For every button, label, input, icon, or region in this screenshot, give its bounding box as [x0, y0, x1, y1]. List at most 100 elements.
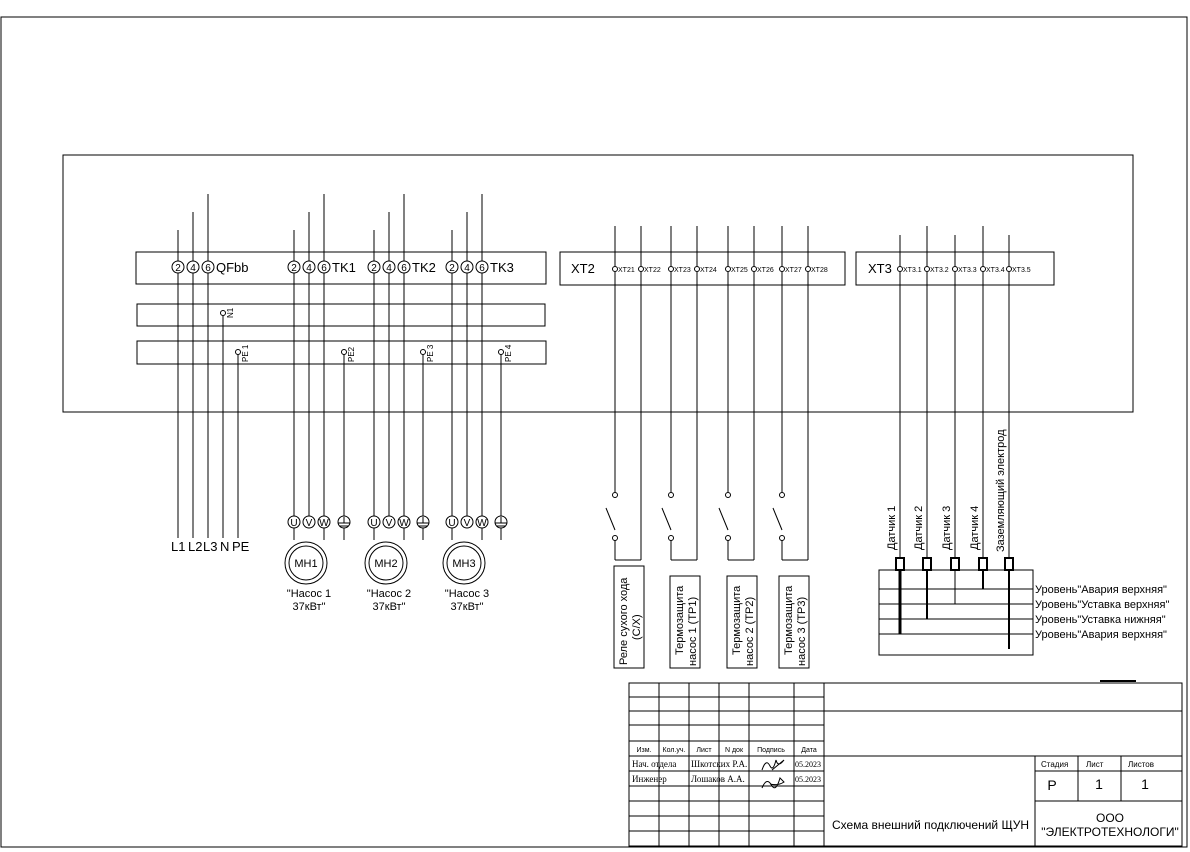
mh1-power: 37кВт"	[293, 601, 326, 613]
xt3-terminal-4: XT3.4	[986, 267, 1005, 274]
mh2-id: MH2	[374, 558, 397, 570]
neutral-bus-bar	[136, 303, 546, 327]
xt3-label: XT3	[868, 261, 892, 276]
title-block-text: Изм. Кол.уч. Лист N док Подпись Дата Нач…	[632, 747, 1179, 839]
mh1-terminal-u: U	[290, 518, 297, 529]
contactor-tk3: 2 4 6 TK3	[445, 260, 514, 275]
breaker-pin-3: 6	[205, 263, 211, 274]
tr1-line1: Термозащита	[674, 585, 686, 655]
tr2-line2: насос 2 (ТР2)	[744, 597, 756, 666]
breaker-pin-1: 2	[175, 263, 181, 274]
ground-icon	[337, 515, 351, 529]
level-label-3: Уровень"Уставка нижняя"	[1035, 614, 1166, 626]
switch-icon	[718, 492, 731, 541]
sensor-2-label: Датчик 2	[913, 506, 925, 550]
header-n-dok: N док	[725, 747, 744, 754]
xt2-terminal-6: XT26	[757, 267, 774, 274]
mh2-terminal-v: V	[386, 518, 393, 529]
breaker-qfbb: 2 4 6 QFbb	[171, 260, 249, 275]
mh1-name: "Насос 1	[287, 588, 331, 600]
xt2-label: XT2	[571, 261, 595, 276]
row1-date: 05.2023	[795, 760, 821, 769]
tk3-pin-1: 2	[449, 263, 455, 274]
sheet-header: Лист	[1086, 760, 1104, 769]
row2-name: Лошаков А.А.	[691, 774, 745, 784]
mh3-terminal-u: U	[448, 518, 455, 529]
sheets-header: Листов	[1128, 760, 1154, 769]
tk1-pin-3: 6	[321, 263, 327, 274]
mh1-terminal-v: V	[306, 518, 313, 529]
tk3-pin-2: 4	[464, 263, 470, 274]
xt2-terminal-8: XT28	[811, 267, 828, 274]
device-box-dry-run-relay	[613, 565, 645, 669]
signature-icon	[761, 759, 785, 789]
xt3-terminal-2: XT3.2	[930, 267, 949, 274]
pe-terminal-4-label: PE 4	[504, 344, 513, 362]
mh2-terminal-w: W	[399, 518, 409, 529]
supply-label-l3: L3	[203, 539, 217, 554]
pe-terminal-3-label: PE 3	[426, 344, 435, 362]
header-izm: Изм.	[637, 747, 652, 754]
tk3-label: TK3	[490, 260, 514, 275]
motor-mh3: U V W MH3 "Насос 3 37кВт"	[442, 515, 508, 613]
tk2-pin-2: 4	[386, 263, 392, 274]
tr3-line2: насос 3 (ТР3)	[796, 597, 808, 666]
xt2-devices: Реле сухого хода (С/Х) Термозащита насос…	[613, 565, 810, 669]
device-box-tr1	[669, 575, 701, 669]
contactor-tk1: 2 4 6 TK1	[287, 260, 356, 275]
level-label-2: Уровень"Уставка верхняя"	[1035, 599, 1169, 611]
dry-run-relay-line2: (С/Х)	[631, 614, 643, 640]
level-label-1: Уровень"Авария верхняя"	[1035, 584, 1167, 596]
xt2-terminal-3: XT23	[674, 267, 691, 274]
mh3-terminal-w: W	[477, 518, 487, 529]
xt3-terminals: XT3.1 XT3.2 XT3.3 XT3.4 XT3.5	[897, 266, 1031, 274]
pe-bus-bar	[136, 340, 547, 365]
xt2-terminals: XT21 XT22 XT23 XT24 XT25 XT26 XT27 XT28	[612, 266, 828, 274]
xt2-terminal-7: XT27	[785, 267, 802, 274]
mh2-name: "Насос 2	[367, 588, 411, 600]
tank-level-diagram: Уровень"Авария верхняя" Уровень"Уставка …	[878, 557, 1169, 656]
supply-label-l1: L1	[171, 539, 185, 554]
title-block	[628, 680, 1183, 847]
bus-terminals: N1 PE 1 PE2 PE 3 PE 4	[220, 307, 513, 362]
xt2-terminal-1: XT21	[618, 267, 635, 274]
row1-role: Нач. отдела	[632, 759, 676, 769]
xt2-wires	[614, 226, 809, 561]
header-podpis: Подпись	[757, 747, 785, 754]
switch-icon	[605, 492, 618, 541]
stage-value: Р	[1047, 777, 1056, 793]
sheet-value: 1	[1095, 776, 1103, 792]
xt2-terminal-5: XT25	[731, 267, 748, 274]
breaker-label: QFbb	[216, 260, 249, 275]
contactor-tk2: 2 4 6 TK2	[367, 260, 436, 275]
switch-icon	[772, 492, 785, 541]
sheet-frame	[0, 16, 1188, 848]
mh1-terminal-w: W	[319, 518, 329, 529]
pe-terminal-1-label: PE 1	[241, 344, 250, 362]
tk3-pin-3: 6	[479, 263, 485, 274]
xt3-terminal-3: XT3.3	[958, 267, 977, 274]
company-line1: ООО	[1096, 811, 1124, 825]
motor-mh1: U V W MH1 "Насос 1 37кВт"	[284, 515, 351, 613]
breaker-pin-2: 4	[190, 263, 196, 274]
sheets-value: 1	[1141, 776, 1149, 792]
mh1-id: MH1	[294, 558, 317, 570]
mh2-power: 37кВт"	[373, 601, 406, 613]
supply-label-pe: PE	[232, 539, 250, 554]
pe-terminal-2-label: PE2	[347, 346, 356, 362]
xt3-sensors: Датчик 1 Датчик 2 Датчик 3 Датчик 4 Зазе…	[886, 429, 1007, 552]
supply-labels: L1 L2 L3 N PE	[171, 539, 250, 554]
supply-label-l2: L2	[188, 539, 202, 554]
row2-role: Инженер	[632, 774, 667, 784]
mh3-id: MH3	[452, 558, 475, 570]
xt2-terminal-2: XT22	[644, 267, 661, 274]
mh3-terminal-v: V	[464, 518, 471, 529]
neutral-terminal-label: N1	[226, 307, 235, 318]
xt2-terminal-strip	[559, 251, 846, 286]
supply-label-n: N	[220, 539, 229, 554]
tk1-pin-2: 4	[306, 263, 312, 274]
tr3-line1: Термозащита	[783, 585, 795, 655]
device-box-tr2	[726, 575, 758, 669]
row1-name: Шкотских Р.А.	[691, 759, 747, 769]
